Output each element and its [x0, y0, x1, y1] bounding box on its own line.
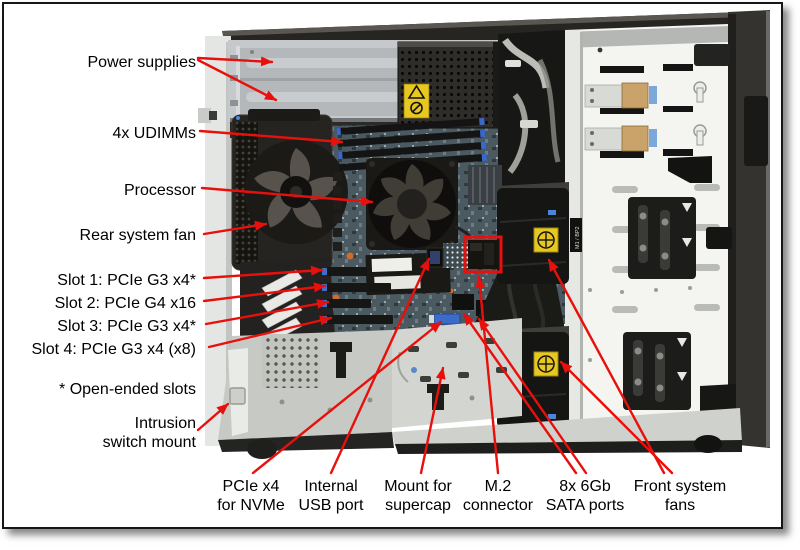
- note-open-ended-slots: * Open-ended slots: [59, 381, 196, 398]
- m2-highlight-box: [463, 235, 503, 274]
- arrow-sata-2: [477, 317, 588, 475]
- thermal-pad-grid: [443, 243, 471, 268]
- arrow-power-supplies-2: [196, 58, 278, 102]
- arrow-sata-1: [462, 312, 578, 475]
- fan-warning-sticker: [533, 227, 559, 253]
- arrow-pcie-nvme: [251, 320, 443, 475]
- callout-slot1: Slot 1: PCIe G3 x4*: [57, 272, 196, 289]
- arrow-intrusion: [196, 402, 230, 432]
- arrow-m2: [475, 275, 500, 475]
- cpu-cooler: [366, 158, 474, 250]
- arrow-rear-fan: [202, 220, 268, 236]
- arrow-usb: [329, 257, 431, 475]
- callout-slot3: Slot 3: PCIe G3 x4*: [57, 318, 196, 335]
- arrow-power-supplies-1: [196, 56, 274, 67]
- internal-usb-connector: [426, 247, 444, 268]
- side-panel-edge: [694, 10, 770, 448]
- server-interior-photo: M1 / BP2: [196, 10, 770, 475]
- callout-sata-ports: 8x 6Gb SATA ports: [545, 478, 625, 514]
- arrow-front-fan-1: [547, 258, 666, 475]
- intrusion-switch-mount: [229, 387, 246, 405]
- chipset-heatsink: [468, 165, 502, 205]
- front-fan-upper: [497, 182, 569, 284]
- arrow-front-fan-2: [559, 360, 674, 475]
- bay-tag: M1 / BP2: [570, 218, 582, 252]
- bay-tag-text: M1 / BP2: [575, 226, 581, 249]
- callout-intrusion-switch: Intrusion switch mount: [102, 415, 196, 451]
- callout-pcie-nvme: PCIe x4 for NVMe: [217, 478, 285, 514]
- drive-rail: [584, 125, 657, 152]
- callout-udimms: 4x UDIMMs: [112, 125, 196, 142]
- fan-bracket-upper: [628, 197, 696, 279]
- arrow-udimms: [198, 129, 344, 147]
- callout-front-fans: Front system fans: [633, 478, 727, 514]
- fan-warning-sticker: [533, 351, 559, 377]
- annotation-arrows: [196, 56, 674, 475]
- chassis-floor: [218, 330, 392, 440]
- arrow-supercap: [419, 366, 446, 475]
- case-feet: [247, 435, 722, 459]
- callout-supercap-mount: Mount for supercap: [384, 478, 452, 514]
- vrm-chokes: [333, 172, 342, 251]
- callout-slot4: Slot 4: PCIe G3 x4 (x8): [31, 341, 196, 358]
- arrow-slot4: [207, 315, 333, 349]
- rear-flange: [228, 348, 248, 436]
- callout-processor: Processor: [123, 182, 196, 199]
- nvme-pcie-x4-connector: [429, 313, 461, 325]
- image-frame: M1 / BP2: [2, 2, 783, 529]
- cable-bundle: [498, 30, 565, 200]
- keyhole-cutouts: [693, 81, 707, 146]
- drive-rail: [584, 82, 657, 109]
- fan-bracket-lower: [623, 332, 691, 410]
- supercap-mount-plate: [392, 318, 522, 428]
- pcie-area-background: [240, 258, 336, 352]
- arrow-slot2: [202, 282, 327, 303]
- arrow-processor: [200, 186, 374, 207]
- callout-power-supplies: Power supplies: [87, 54, 197, 71]
- arrow-slot3: [204, 299, 330, 326]
- psu-warning-label: [403, 83, 430, 119]
- power-supply-unit: [397, 41, 499, 129]
- callout-rear-fan: Rear system fan: [79, 227, 196, 244]
- arrow-slot1: [202, 265, 324, 280]
- m2-connector: [468, 240, 498, 269]
- callout-slot2: Slot 2: PCIe G4 x16: [54, 295, 196, 312]
- callout-internal-usb: Internal USB port: [298, 478, 364, 514]
- callout-m2-connector: M.2 connector: [462, 478, 534, 514]
